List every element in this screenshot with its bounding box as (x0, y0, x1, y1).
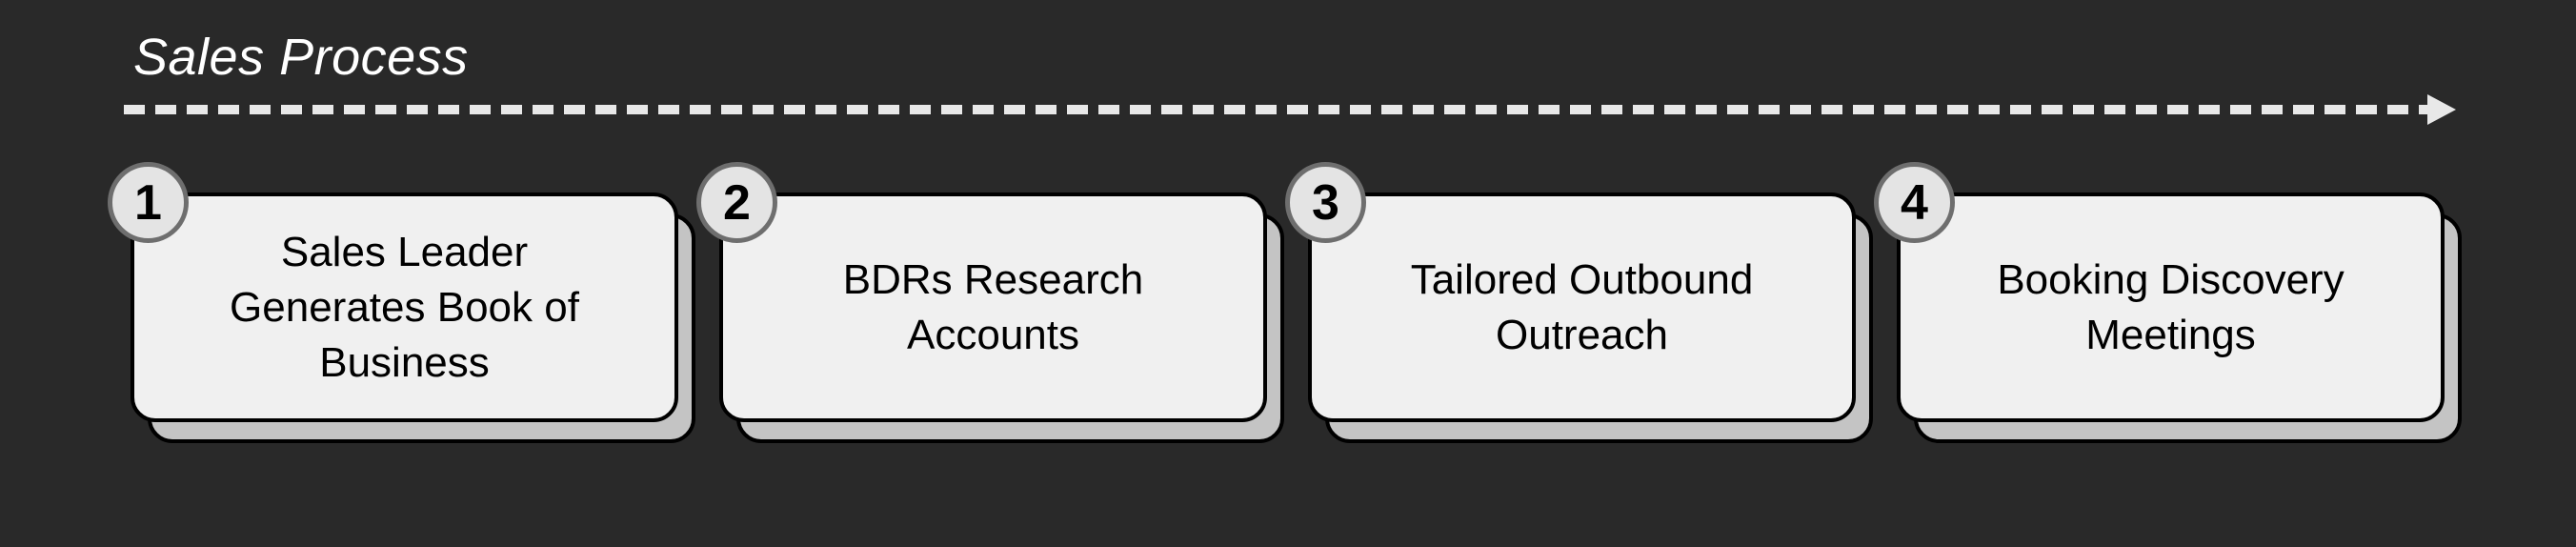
step-card: 3 Tailored Outbound Outreach (1285, 162, 1873, 443)
step-label: BDRs Research Accounts (842, 255, 1144, 358)
step-label: Tailored Outbound Outreach (1410, 255, 1754, 358)
step-number-badge: 3 (1285, 162, 1366, 243)
step-card: 2 BDRs Research Accounts (696, 162, 1284, 443)
card-face: BDRs Research Accounts (719, 192, 1267, 422)
card-face: Booking Discovery Meetings (1897, 192, 2445, 422)
dashed-line (124, 105, 2429, 114)
process-arrow (124, 94, 2456, 125)
step-number-badge: 1 (108, 162, 189, 243)
card-face: Tailored Outbound Outreach (1308, 192, 1856, 422)
step-card: 4 Booking Discovery Meetings (1874, 162, 2462, 443)
step-label: Booking Discovery Meetings (1997, 255, 2345, 358)
step-card: 1 Sales Leader Generates Book of Busines… (108, 162, 695, 443)
step-label: Sales Leader Generates Book of Business (230, 228, 579, 386)
step-number-badge: 4 (1874, 162, 1955, 243)
step-number-badge: 2 (696, 162, 777, 243)
card-face: Sales Leader Generates Book of Business (131, 192, 678, 422)
diagram-title: Sales Process (133, 29, 469, 86)
arrow-head-icon (2427, 94, 2456, 125)
steps-row: 1 Sales Leader Generates Book of Busines… (108, 162, 2462, 443)
